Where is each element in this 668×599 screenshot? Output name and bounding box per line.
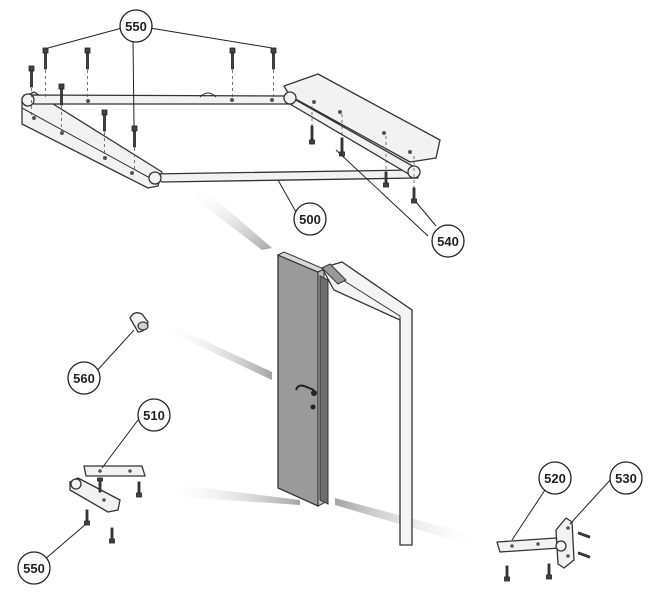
door-handle xyxy=(295,384,315,391)
bracket-510 xyxy=(69,465,146,544)
callout-550-top-label: 550 xyxy=(125,19,147,34)
back-rail xyxy=(23,94,293,105)
sliding-door-unit xyxy=(276,251,413,546)
callout-560-label: 560 xyxy=(73,371,95,386)
pivot-front-right xyxy=(407,165,421,179)
callout-550-top: 550 xyxy=(119,9,153,43)
pivot-front-left xyxy=(148,171,162,185)
right-bracket-plate xyxy=(283,73,441,163)
ray-top xyxy=(190,190,272,250)
door-frame xyxy=(321,261,413,546)
callout-540-label: 540 xyxy=(437,234,459,249)
callout-500-label: 500 xyxy=(299,212,321,227)
top-track-frame xyxy=(21,73,441,189)
callout-520-label: 520 xyxy=(544,471,566,486)
pivot-left-back xyxy=(21,93,35,107)
callout-530-label: 530 xyxy=(615,471,637,486)
left-rail xyxy=(21,91,163,189)
bracket-520-530 xyxy=(496,517,591,582)
callout-510: 510 xyxy=(137,398,171,432)
ray-510 xyxy=(165,483,300,505)
callout-550-bottom: 550 xyxy=(17,551,51,585)
callout-520: 520 xyxy=(538,461,572,495)
pivot-right-back xyxy=(283,91,297,105)
door-leaf xyxy=(277,254,319,508)
ray-560 xyxy=(160,320,272,380)
callout-530: 530 xyxy=(609,461,643,495)
callout-510-label: 510 xyxy=(143,408,165,423)
callout-540: 540 xyxy=(431,224,465,258)
fitting-560 xyxy=(129,312,149,333)
callout-500: 500 xyxy=(293,202,327,236)
front-rail xyxy=(149,169,419,183)
screws-550-top xyxy=(28,47,277,171)
callout-560: 560 xyxy=(67,361,101,395)
leader-lines xyxy=(43,27,613,561)
callout-550-bottom-label: 550 xyxy=(23,561,45,576)
